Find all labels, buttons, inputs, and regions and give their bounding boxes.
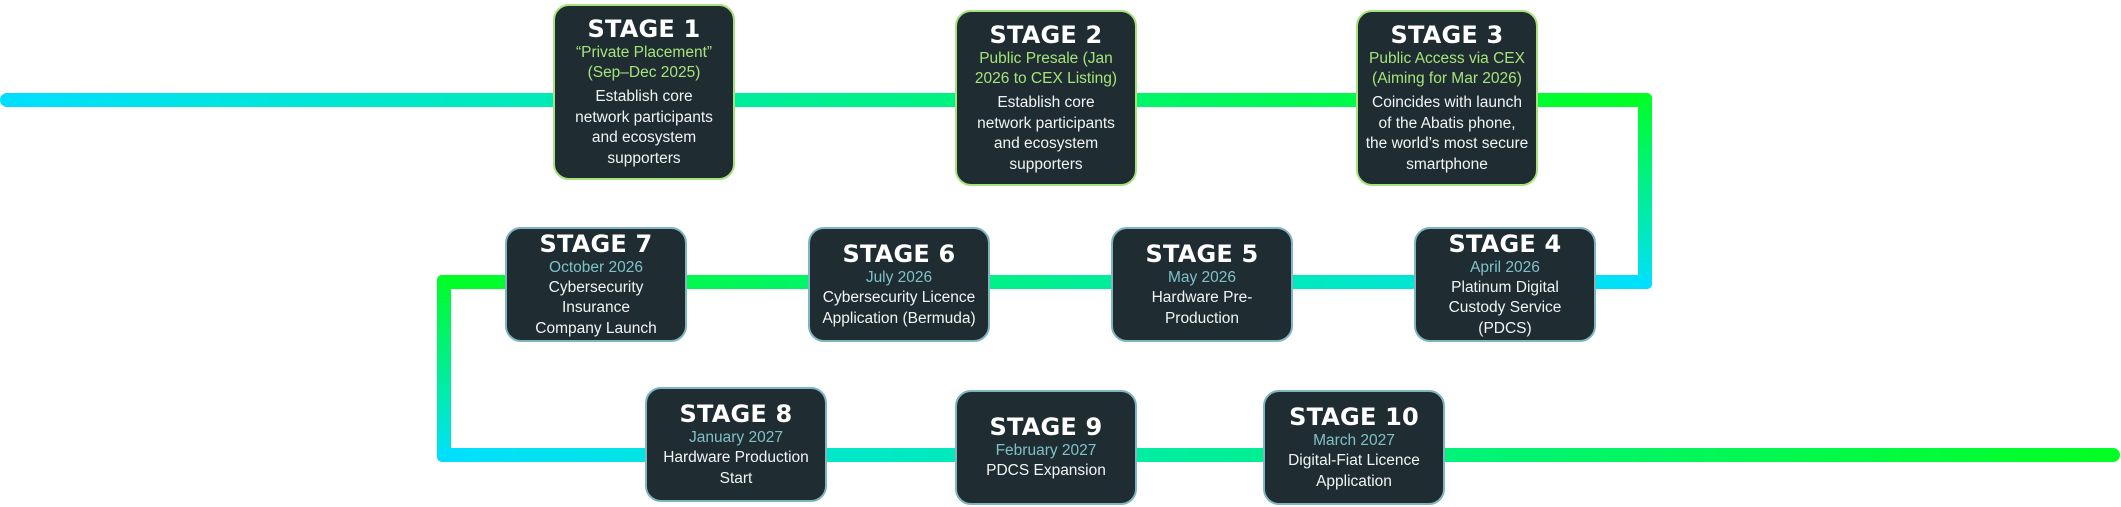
stage-title: STAGE 2	[989, 21, 1103, 49]
stage-description: Cybersecurity Licence Application (Bermu…	[822, 288, 975, 329]
stage-description-line: Coincides with launch	[1372, 94, 1522, 111]
stage-description: Establish core network participants and …	[977, 93, 1115, 175]
stage-subtitle: January 2027	[689, 429, 783, 446]
stage-description: Coincides with launch of the Abatis phon…	[1366, 93, 1529, 175]
stage-8-card: STAGE 8 January 2027 Hardware Production…	[645, 387, 827, 502]
stage-description-line: Hardware Pre-	[1151, 289, 1253, 306]
stage-title: STAGE 8	[679, 400, 793, 428]
stage-description-line: Start	[719, 469, 753, 487]
stage-description-line: and ecosystem	[993, 135, 1099, 152]
stage-description-line: Cybersecurity Licence	[822, 289, 976, 306]
stage-description-line: Company Launch	[535, 319, 657, 337]
stage-subtitle: March 2027	[1313, 432, 1395, 449]
stage-description: Cybersecurity Insurance Company Launch	[513, 278, 679, 340]
stage-title: STAGE 4	[1448, 229, 1562, 258]
stage-description-line: Platinum Digital	[1451, 278, 1559, 296]
stage-subtitle: (Aiming for Mar 2026)	[1372, 70, 1522, 87]
stage-5-card: STAGE 5 May 2026 Hardware Pre- Productio…	[1111, 227, 1293, 342]
stage-description-line: Custody Service (PDCS)	[1448, 299, 1562, 337]
stage-subtitle: February 2027	[995, 442, 1097, 460]
stage-description-line: Establish core	[997, 94, 1095, 111]
stage-3-card: STAGE 3 Public Access via CEX (Aiming fo…	[1356, 10, 1538, 186]
stage-subtitle: May 2026	[1167, 269, 1237, 286]
stage-subtitle: “Private Placement”	[575, 44, 713, 61]
stage-description-line: network participants	[977, 114, 1115, 132]
stage-subtitle: 2026 to CEX Listing)	[974, 70, 1118, 87]
stage-subtitle: (Sep–Dec 2025)	[587, 64, 701, 81]
stage-description-line: Production	[1164, 309, 1240, 327]
stage-description: Hardware Pre- Production	[1152, 288, 1253, 329]
stage-description-line: the world’s most secure	[1365, 135, 1529, 152]
stage-7-card: STAGE 7 October 2026 Cybersecurity Insur…	[505, 227, 687, 342]
stage-title: STAGE 3	[1390, 21, 1504, 49]
connector-segment-right-vertical	[1638, 93, 1652, 289]
stage-title: STAGE 6	[842, 240, 956, 268]
stage-description-line: Application (Bermuda)	[822, 309, 976, 327]
stage-subtitle: Public Presale (Jan	[979, 50, 1113, 67]
stage-description-line: and ecosystem	[591, 129, 697, 146]
stage-6-card: STAGE 6 July 2026 Cybersecurity Licence …	[808, 227, 990, 342]
stage-description-line: network participants	[575, 108, 713, 126]
stage-description-line: supporters	[607, 149, 681, 167]
stage-subtitle: April 2026	[1470, 258, 1540, 276]
stage-10-card: STAGE 10 March 2027 Digital-Fiat Licence…	[1263, 390, 1445, 505]
stage-description-line: Cybersecurity Insurance	[548, 278, 644, 317]
stage-4-card: STAGE 4 April 2026 Platinum Digital Cust…	[1414, 227, 1596, 342]
stage-description: Digital-Fiat Licence Application	[1288, 451, 1420, 492]
stage-9-card: STAGE 9 February 2027 PDCS Expansion	[955, 390, 1137, 505]
stage-description-line: Hardware Production	[663, 449, 809, 466]
stage-description-line: Digital-Fiat Licence	[1288, 452, 1420, 469]
connector-segment-row2	[437, 275, 1652, 289]
stage-title: STAGE 7	[539, 229, 653, 258]
connector-segment-left-vertical	[437, 275, 451, 462]
stage-description-line: smartphone	[1406, 155, 1488, 173]
stage-description-line: supporters	[1009, 155, 1083, 173]
stage-description-line: PDCS Expansion	[986, 462, 1106, 480]
stage-title: STAGE 9	[989, 413, 1103, 442]
stage-1-card: STAGE 1 “Private Placement” (Sep–Dec 202…	[553, 4, 735, 180]
stage-subtitle: Public Access via CEX	[1369, 50, 1525, 67]
stage-description: Platinum Digital Custody Service (PDCS)	[1422, 278, 1588, 340]
stage-description: Hardware Production Start	[663, 448, 809, 489]
stage-title: STAGE 5	[1145, 240, 1259, 268]
stage-title: STAGE 1	[587, 15, 701, 43]
stage-2-card: STAGE 2 Public Presale (Jan 2026 to CEX …	[955, 10, 1137, 186]
stage-description: Establish core network participants and …	[575, 87, 713, 169]
stage-subtitle: October 2026	[549, 258, 643, 276]
stage-description: PDCS Expansion	[986, 461, 1106, 482]
stage-title: STAGE 10	[1289, 403, 1419, 431]
connector-segment-row1	[0, 93, 1652, 107]
stage-description-line: Application	[1316, 472, 1392, 490]
stage-description-line: Establish core	[595, 88, 693, 105]
stage-subtitle: July 2026	[865, 269, 933, 286]
stage-description-line: of the Abatis phone,	[1378, 114, 1516, 132]
